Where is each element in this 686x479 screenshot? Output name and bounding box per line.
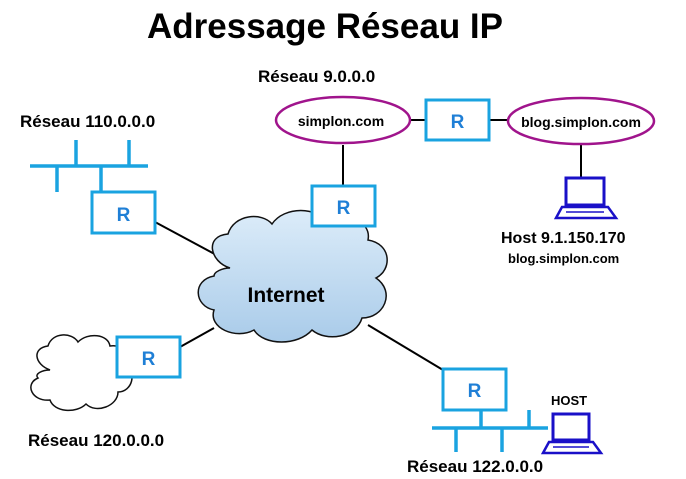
blog-label: blog.simplon.com <box>521 114 641 130</box>
router-top: R <box>424 98 491 142</box>
page-title: Adressage Réseau IP <box>147 7 503 46</box>
network-122-label: Réseau 122.0.0.0 <box>407 457 543 476</box>
host-domain-label: blog.simplon.com <box>508 251 619 266</box>
network-110-label: Réseau 110.0.0.0 <box>20 112 155 131</box>
link-r120-internet <box>179 327 215 348</box>
network-9-label: Réseau 9.0.0.0 <box>258 67 375 86</box>
link-r122-internet <box>367 324 444 371</box>
host-ip-label: Host 9.1.150.170 <box>501 230 626 247</box>
domain-blog: blog.simplon.com <box>506 96 656 146</box>
network-120-label: Réseau 120.0.0.0 <box>28 431 164 450</box>
domain-simplon: simplon.com <box>274 95 412 145</box>
host-label: HOST <box>551 393 587 408</box>
router-9-label: R <box>337 198 351 219</box>
router-110: R <box>90 190 157 235</box>
router-120-label: R <box>142 349 156 370</box>
router-110-label: R <box>117 205 131 226</box>
ethernet-net-110 <box>30 140 148 192</box>
internet-cloud: Internet <box>197 209 388 343</box>
computer-icon <box>553 176 619 220</box>
network-120-cloud <box>30 334 133 412</box>
router-122: R <box>441 367 508 412</box>
router-9: R <box>310 184 377 228</box>
computer-icon <box>540 412 604 455</box>
simplon-label: simplon.com <box>298 113 384 129</box>
router-top-label: R <box>451 112 465 133</box>
ethernet-net-122 <box>432 410 548 452</box>
router-120: R <box>115 335 182 379</box>
link-r110-internet <box>154 221 223 259</box>
router-122-label: R <box>468 381 482 402</box>
internet-label: Internet <box>247 284 324 307</box>
